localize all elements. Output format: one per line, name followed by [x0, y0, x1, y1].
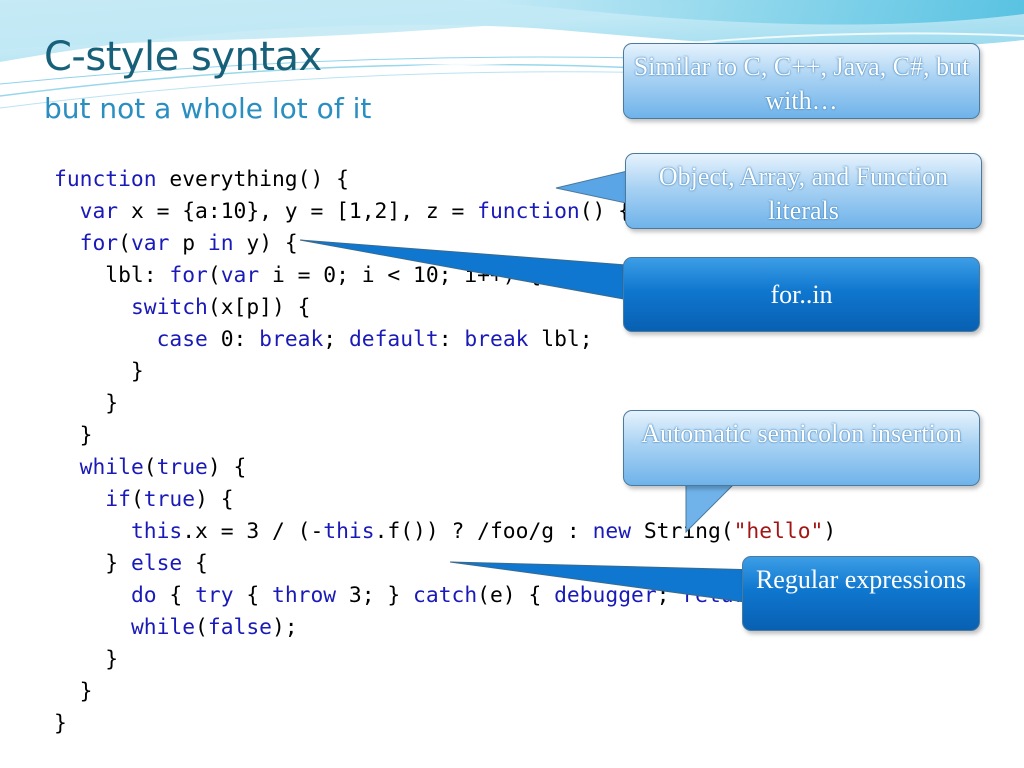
code-keyword: if — [105, 487, 131, 512]
code-text: ( — [143, 455, 157, 480]
code-keyword: while — [130, 615, 196, 640]
slide-title: C-style syntax — [44, 34, 322, 80]
code-text: ) { — [195, 487, 234, 512]
code-text: } — [54, 679, 93, 704]
pointer-regex — [449, 561, 761, 605]
code-string: "hello" — [733, 519, 824, 544]
code-text: } — [54, 423, 93, 448]
code-text: } — [54, 551, 131, 576]
code-line: var x = {a:10}, y = [1,2], z = function(… — [54, 196, 836, 228]
code-text: { — [182, 551, 208, 576]
code-keyword: do — [130, 583, 157, 608]
code-text: 0: — [207, 327, 260, 352]
code-line: lbl: for(var i = 0; i < 10; i++) { — [54, 260, 836, 292]
code-line: while(true) { — [54, 452, 836, 484]
code-text: { — [156, 583, 196, 608]
code-keyword: var — [130, 231, 170, 256]
callout-for-in: for..in — [623, 257, 980, 332]
code-text: } — [54, 647, 119, 672]
callout-object-literals-text: Object, Array, and Function literals — [658, 162, 949, 225]
code-text: ( — [195, 615, 208, 640]
code-keyword: while — [79, 455, 144, 480]
code-line: } — [54, 420, 836, 452]
code-line: function everything() { — [54, 164, 836, 196]
code-text: 3; } — [336, 583, 414, 608]
code-line: } — [54, 356, 836, 388]
code-text: (e) { — [477, 583, 555, 608]
callout-object-literals: Object, Array, and Function literals — [625, 153, 982, 229]
code-keyword: for — [169, 263, 208, 288]
code-keyword: this — [130, 519, 183, 544]
callout-regular-expressions: Regular expressions — [742, 556, 980, 631]
code-text: lbl; — [528, 327, 593, 352]
code-text: ( — [207, 263, 221, 288]
code-text: } — [54, 391, 119, 416]
code-keyword: try — [195, 583, 234, 608]
code-text: } — [54, 359, 144, 384]
code-line: this.x = 3 / (-this.f()) ? /foo/g : new … — [54, 516, 836, 548]
code-line: if(true) { — [54, 484, 836, 516]
slide-subtitle: but not a whole lot of it — [44, 92, 372, 125]
code-keyword: else — [130, 551, 183, 576]
code-keyword: function — [477, 199, 580, 224]
code-keyword: catch — [413, 583, 478, 608]
code-text: i = 0; i < 10; i++) { — [259, 263, 542, 288]
code-text: lbl: — [54, 263, 170, 288]
code-line: switch(x[p]) { — [54, 292, 836, 324]
code-text: p — [169, 231, 208, 256]
code-line: } — [54, 676, 836, 708]
code-keyword: false — [207, 615, 272, 640]
code-keyword: function — [54, 167, 157, 192]
code-keyword: switch — [130, 295, 208, 320]
code-line: case 0: break; default: break lbl; — [54, 324, 836, 356]
code-keyword: case — [156, 327, 208, 352]
code-text: ( — [118, 231, 131, 256]
code-keyword: true — [156, 455, 208, 480]
code-text: .x = 3 / (- — [182, 519, 324, 544]
code-text: y) { — [233, 231, 298, 256]
code-keyword: throw — [272, 583, 337, 608]
code-text: .f()) ? /foo/g : — [374, 519, 593, 544]
code-text: } — [54, 711, 67, 736]
callout-similar-to-c: Similar to C, C++, Java, C#, but with… — [623, 43, 980, 119]
code-keyword: default — [348, 327, 439, 352]
code-keyword: break — [259, 327, 324, 352]
code-text: ) { — [207, 455, 247, 480]
code-keyword: for — [79, 231, 119, 256]
code-keyword: true — [143, 487, 196, 512]
code-line: } — [54, 644, 836, 676]
code-keyword: break — [464, 327, 529, 352]
callout-for-in-text: for..in — [770, 280, 833, 309]
code-text: : — [438, 327, 465, 352]
code-text: everything() { — [156, 167, 349, 192]
callout-regular-expressions-text: Regular expressions — [755, 565, 967, 594]
code-keyword: var — [220, 263, 260, 288]
code-text: { — [233, 583, 272, 608]
code-keyword: new — [592, 519, 632, 544]
code-line: } — [54, 388, 836, 420]
code-text: ( — [130, 487, 144, 512]
pointer-for-in — [299, 239, 641, 303]
code-text: ) — [823, 519, 837, 544]
code-keyword: this — [323, 519, 375, 544]
code-line: for(var p in y) { — [54, 228, 836, 260]
code-text: x = {a:10}, y = [1,2], z = — [118, 199, 478, 224]
code-text: ; — [323, 327, 349, 352]
code-line: } else { — [54, 548, 836, 580]
callout-semicolon-insertion: Automatic semicolon insertion — [623, 410, 980, 486]
code-text: ); — [271, 615, 298, 640]
code-keyword: var — [79, 199, 119, 224]
code-line: } — [54, 708, 836, 740]
callout-similar-to-c-text: Similar to C, C++, Java, C#, but with… — [633, 52, 970, 115]
code-keyword: in — [207, 231, 234, 256]
code-line: while(false); — [54, 612, 836, 644]
callout-semicolon-insertion-text: Automatic semicolon insertion — [641, 419, 962, 448]
code-text: (x[p]) { — [207, 295, 311, 320]
